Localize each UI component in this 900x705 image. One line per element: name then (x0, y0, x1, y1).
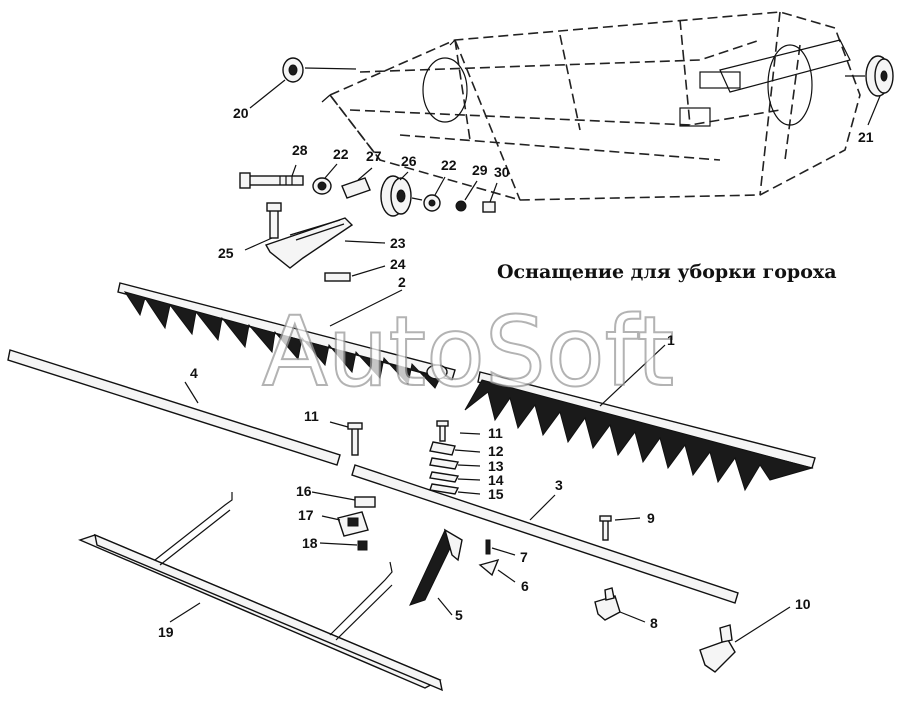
callout-26: 26 (401, 153, 417, 169)
callout-22a: 22 (333, 146, 349, 162)
callout-12: 12 (488, 443, 504, 459)
bar-3 (351, 464, 739, 604)
callout-11b: 11 (488, 425, 503, 441)
knife-2 (117, 282, 456, 389)
callout-7: 7 (520, 549, 528, 565)
shaft-assembly (239, 163, 498, 217)
callout-15: 15 (488, 486, 504, 502)
callout-23: 23 (390, 235, 406, 251)
callout-14: 14 (488, 472, 504, 488)
callout-20: 20 (233, 105, 249, 121)
callout-16: 16 (296, 483, 312, 499)
callout-9: 9 (647, 510, 655, 526)
pulley-21 (845, 55, 894, 126)
callout-21: 21 (858, 129, 874, 145)
callout-10: 10 (795, 596, 811, 612)
callout-18: 18 (302, 535, 318, 551)
lifter-5 (409, 528, 516, 616)
knife-1 (464, 344, 816, 492)
callout-29: 29 (472, 162, 488, 178)
callout-3: 3 (555, 477, 563, 493)
callout-19: 19 (158, 624, 174, 640)
callout-25: 25 (218, 245, 234, 261)
callout-13: 13 (488, 458, 504, 474)
diagram-title: Оснащение для уборки гороха (497, 261, 837, 283)
callout-8: 8 (650, 615, 658, 631)
watermark: AutoSoft (262, 296, 674, 408)
bar-4 (7, 349, 341, 466)
callout-1: 1 (667, 332, 675, 348)
callout-2: 2 (398, 274, 406, 290)
callout-22b: 22 (441, 157, 457, 173)
callout-17: 17 (298, 507, 314, 523)
callout-28: 28 (292, 142, 308, 158)
pan-19 (78, 492, 443, 692)
callout-27: 27 (366, 148, 382, 164)
callout-6: 6 (521, 578, 529, 594)
callout-11a: 11 (304, 408, 319, 424)
callout-24: 24 (390, 256, 406, 272)
callouts: 1 2 3 4 5 6 7 8 9 10 11 11 12 13 14 15 1… (158, 105, 874, 640)
bracket-23 (244, 202, 386, 282)
callout-4: 4 (190, 365, 198, 381)
fasteners (311, 420, 481, 551)
callout-5: 5 (455, 607, 463, 623)
guards (594, 515, 791, 673)
pulley-20 (249, 57, 357, 109)
callout-30: 30 (494, 164, 510, 180)
header-frame (321, 11, 861, 201)
